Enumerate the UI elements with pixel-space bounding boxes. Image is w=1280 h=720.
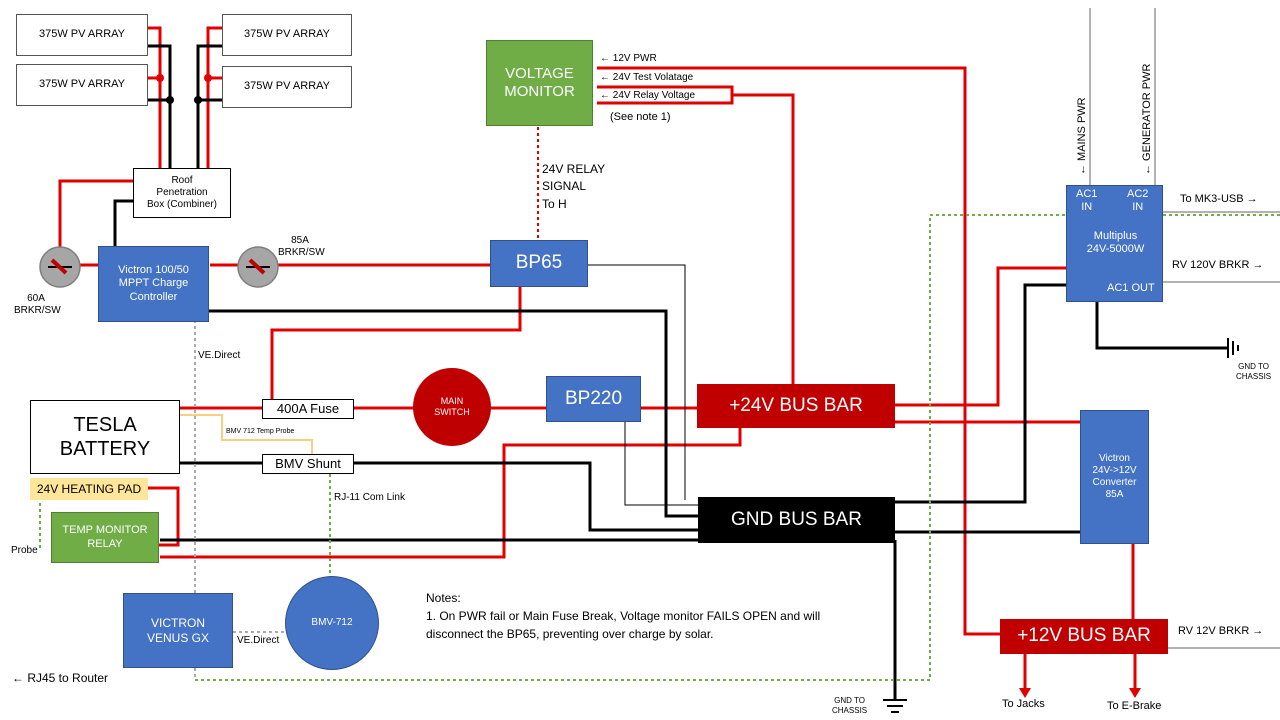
bus-bar-24v: +24V BUS BAR	[697, 384, 895, 428]
bmv-shunt: BMV Shunt	[262, 454, 354, 474]
gnd-bus-bar: GND BUS BAR	[698, 497, 895, 543]
pv-array: 375W PV ARRAY	[222, 66, 352, 108]
bmv-temp-probe-label: BMV 712 Temp Probe	[226, 428, 295, 435]
bp65-box: BP65	[490, 240, 588, 287]
vm-input-12v: ← 12V PWR	[600, 53, 657, 64]
to-jacks-label: To Jacks	[1002, 698, 1045, 710]
bp220-box: BP220	[546, 376, 641, 422]
vm-input-24v-test: ← 24V Test Volatage	[600, 72, 694, 83]
pv-array-label: 375W PV ARRAY	[39, 28, 125, 41]
breaker-60a-label: 60A BRKR/SW	[14, 293, 61, 316]
pv-array: 375W PV ARRAY	[222, 14, 352, 56]
bus-bar-12v: +12V BUS BAR	[1000, 619, 1168, 654]
rj45-label: ← RJ45 to Router	[12, 671, 109, 685]
fuse-400a: 400A Fuse	[262, 399, 354, 419]
pv-array-label: 375W PV ARRAY	[244, 28, 330, 41]
gnd-chassis-label: GND TO CHASSIS	[1236, 362, 1272, 381]
pv-array: 375W PV ARRAY	[16, 14, 148, 56]
see-note-label: (See note 1)	[610, 111, 671, 123]
heating-pad: 24V HEATING PAD	[30, 478, 148, 500]
dc-converter: Victron 24V->12V Converter 85A	[1080, 410, 1149, 544]
notes-title: Notes:	[426, 591, 461, 605]
voltage-monitor: VOLTAGE MONITOR	[486, 40, 593, 126]
mains-pwr-label: ← MAINS PWR	[1076, 97, 1088, 175]
ac1-in-label: AC1 IN	[1076, 188, 1098, 214]
vm-input-24v-relay: ← 24V Relay Voltage	[600, 90, 696, 101]
relay-signal-label: 24V RELAY SIGNAL To H	[542, 162, 606, 211]
temp-monitor-relay: TEMP MONITOR RELAY	[51, 512, 159, 563]
pv-array: 375W PV ARRAY	[16, 64, 148, 106]
notes-line-1: 1. On PWR fail or Main Fuse Break, Volta…	[426, 609, 821, 623]
to-ebrake-label: To E-Brake	[1107, 700, 1162, 712]
breaker-85a-label: 85A BRKR/SW	[278, 235, 325, 258]
pv-array-label: 375W PV ARRAY	[244, 80, 330, 93]
gnd-chassis-label: GND TO CHASSIS	[832, 696, 868, 715]
tesla-battery: TESLA BATTERY	[30, 400, 180, 474]
breaker-60a-icon	[39, 246, 81, 288]
notes-line-2: disconnect the BP65, preventing over cha…	[426, 627, 714, 641]
ac1-out-label: AC1 OUT	[1107, 282, 1155, 294]
rv-12v-brkr-label: RV 12V BRKR →	[1178, 625, 1264, 637]
rj11-label: RJ-11 Com Link	[334, 492, 405, 503]
ve-direct-label: VE.Direct	[198, 350, 241, 361]
rv-120v-brkr-label: RV 120V BRKR →	[1172, 259, 1264, 271]
mk3-usb-label: To MK3-USB →	[1180, 193, 1258, 205]
venus-gx: VICTRON VENUS GX	[123, 593, 233, 668]
probe-label: Probe	[11, 545, 38, 556]
mppt-controller: Victron 100/50 MPPT Charge Controller	[98, 246, 209, 322]
generator-pwr-label: ← GENERATOR PWR	[1141, 63, 1153, 175]
multiplus-inverter: AC1 IN AC2 IN Multiplus 24V-5000W AC1 OU…	[1066, 185, 1163, 302]
multiplus-name: Multiplus 24V-5000W	[1086, 230, 1145, 256]
bmv-712-monitor: BMV-712	[285, 576, 379, 670]
ve-direct-label: VE.Direct	[237, 635, 280, 646]
breaker-85a-icon	[237, 246, 279, 288]
combiner-box: Roof Penetration Box (Combiner)	[133, 168, 231, 218]
pv-array-label: 375W PV ARRAY	[39, 78, 125, 91]
ac2-in-label: AC2 IN	[1127, 188, 1149, 214]
main-switch: MAIN SWITCH	[413, 368, 491, 446]
